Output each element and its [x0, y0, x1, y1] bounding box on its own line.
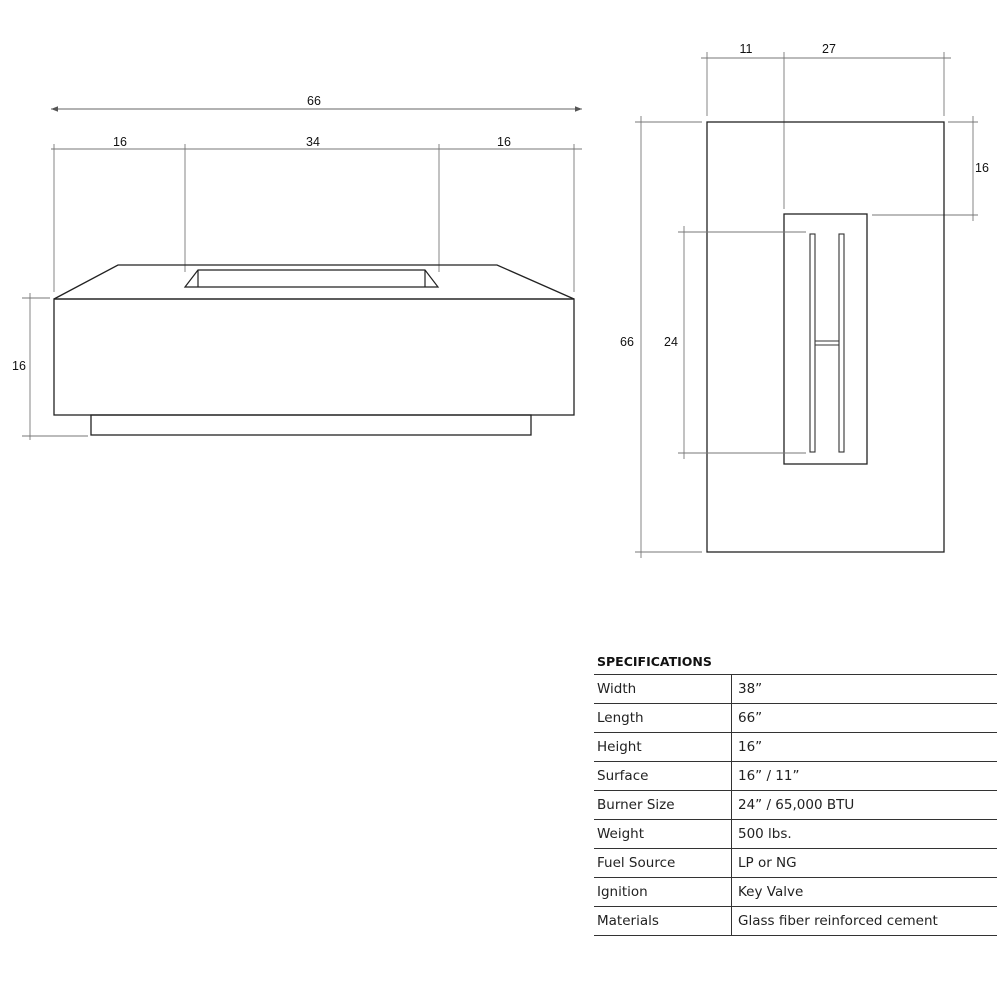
spec-row-burner-size: Burner Size 24” / 65,000 BTU	[594, 790, 997, 820]
h-burner-icon	[809, 233, 845, 453]
specifications-table: Width 38” Length 66” Height 16” Surface …	[594, 675, 997, 936]
spec-value: 500 lbs.	[731, 819, 997, 849]
top-burner-length-label: 24	[664, 335, 678, 349]
burner-opening-front	[183, 269, 440, 288]
top-offset-right-label: 27	[822, 42, 836, 56]
top-side-offset-label: 16	[975, 161, 989, 175]
spec-row-surface: Surface 16” / 11”	[594, 761, 997, 791]
spec-row-weight: Weight 500 lbs.	[594, 819, 997, 849]
specifications-title: SPECIFICATIONS	[594, 652, 997, 675]
front-right-segment-label: 16	[497, 135, 511, 149]
burner-pan-top	[783, 213, 868, 465]
spec-row-fuel-source: Fuel Source LP or NG	[594, 848, 997, 878]
top-offset-left-label: 11	[740, 42, 753, 56]
spec-value: LP or NG	[731, 848, 997, 878]
spec-label: Ignition	[594, 877, 732, 907]
spec-value: 16”	[731, 732, 997, 762]
top-burner-length-dimension	[678, 226, 806, 459]
spec-value: 16” / 11”	[731, 761, 997, 791]
spec-label: Height	[594, 732, 732, 762]
spec-label: Surface	[594, 761, 732, 791]
front-segment-dimensions	[51, 144, 582, 292]
front-burner-opening-label: 34	[306, 135, 320, 149]
spec-row-materials: Materials Glass fiber reinforced cement	[594, 906, 997, 936]
spec-row-ignition: Ignition Key Valve	[594, 877, 997, 907]
fire-table-top-outline	[706, 121, 945, 553]
spec-row-width: Width 38”	[594, 675, 997, 704]
spec-value: 24” / 65,000 BTU	[731, 790, 997, 820]
spec-row-height: Height 16”	[594, 732, 997, 762]
front-height-label: 16	[12, 359, 26, 373]
fire-table-front-outline	[53, 264, 575, 436]
top-view: 11 27 16 66 2	[620, 42, 989, 558]
spec-label: Fuel Source	[594, 848, 732, 878]
spec-label: Materials	[594, 906, 732, 936]
technical-drawing: 66 16 34 16 16	[12, 42, 989, 558]
front-overall-width-label: 66	[307, 94, 321, 108]
front-left-segment-label: 16	[113, 135, 127, 149]
top-side-offset-dimension	[872, 116, 978, 221]
spec-label: Length	[594, 703, 732, 733]
spec-value: Key Valve	[731, 877, 997, 907]
top-offset-dimensions	[701, 52, 951, 209]
front-height-dimension	[22, 293, 88, 440]
spec-label: Weight	[594, 819, 732, 849]
top-overall-length-dimension	[635, 116, 702, 558]
spec-value: 66”	[731, 703, 997, 733]
specifications-section: SPECIFICATIONS Width 38” Length 66” Heig…	[594, 652, 997, 936]
spec-value: Glass fiber reinforced cement	[731, 906, 997, 936]
spec-label: Burner Size	[594, 790, 732, 820]
spec-value: 38”	[731, 675, 997, 704]
top-overall-length-label: 66	[620, 335, 634, 349]
front-view: 66 16 34 16 16	[12, 94, 582, 440]
spec-label: Width	[594, 675, 732, 704]
spec-row-length: Length 66”	[594, 703, 997, 733]
